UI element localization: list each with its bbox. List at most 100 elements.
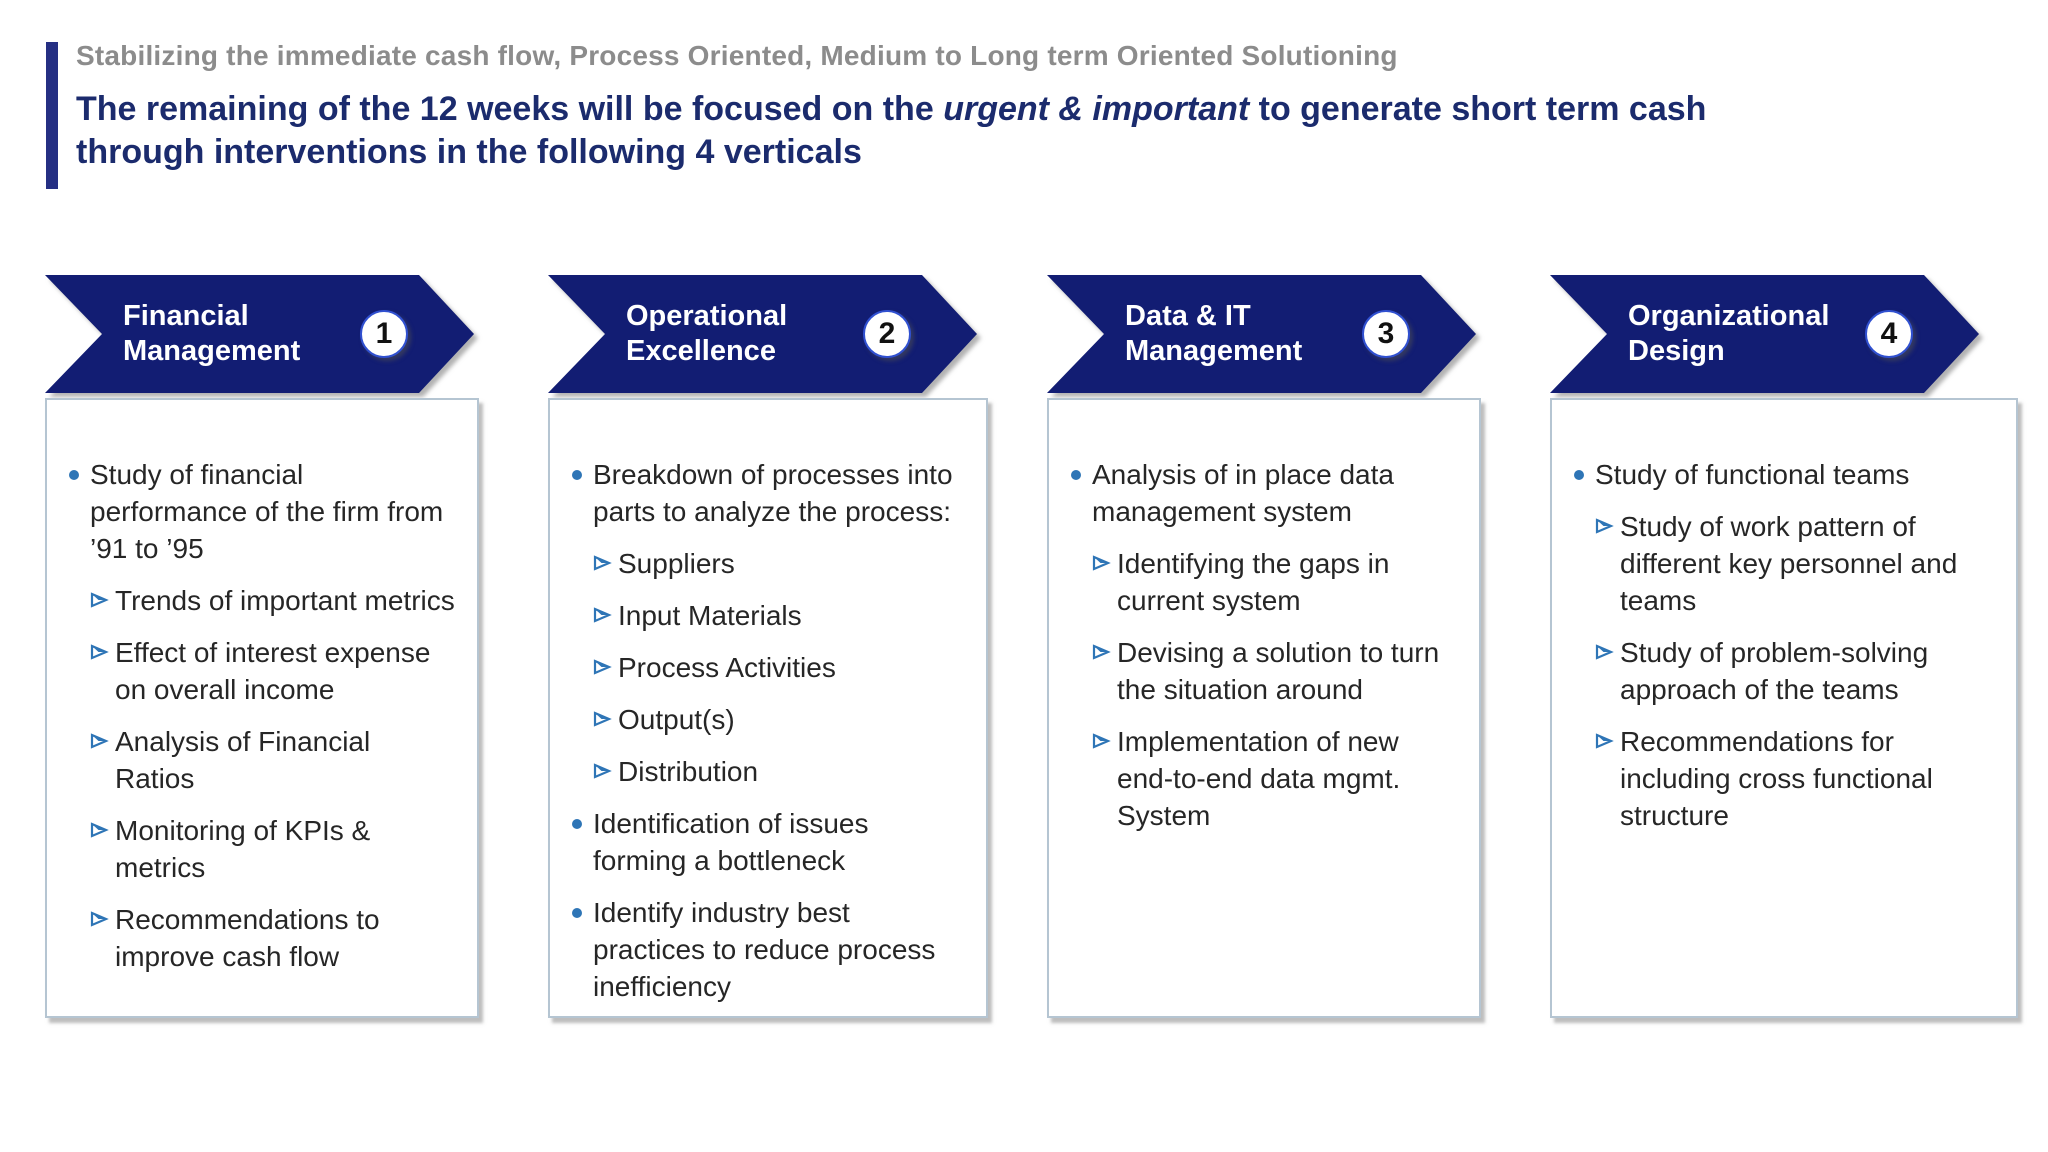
bullet-item-text: Distribution (618, 756, 759, 787)
vertical-title: Organizational Design (1628, 299, 1830, 367)
bullet-item: Study of problem-solving approach of the… (1574, 634, 1996, 708)
dot-bullet-icon (1574, 470, 1584, 480)
chevron-arrow-shape: Organizational Design 4 (1550, 275, 1979, 393)
dot-bullet-icon (572, 819, 582, 829)
vertical-content-box: Study of financial performance of the fi… (45, 398, 479, 1018)
bullet-item: Identifying the gaps in current system (1071, 545, 1459, 619)
bullet-item-text: Output(s) (618, 704, 735, 735)
bullet-item-text: Analysis of Financial Ratios (115, 726, 371, 794)
bullet-item-text: Identify industry best practices to redu… (593, 897, 936, 1002)
bullet-item: Implementation of new end-to-end data mg… (1071, 723, 1459, 834)
bullet-item: Study of work pattern of different key p… (1574, 508, 1996, 619)
bullet-list: Study of financial performance of the fi… (69, 456, 457, 975)
title-emphasis: urgent & important (943, 90, 1250, 128)
arrow-bullet-icon (1092, 555, 1111, 571)
arrow-bullet-icon (90, 733, 109, 749)
arrow-bullet-icon (90, 822, 109, 838)
dot-bullet-icon (1071, 470, 1081, 480)
arrow-bullet-icon (1092, 644, 1111, 660)
bullet-item-text: Trends of important metrics (115, 585, 455, 616)
page-title: The remaining of the 12 weeks will be fo… (76, 88, 1836, 174)
vertical-header-arrow: Operational Excellence 2 (548, 275, 988, 393)
bullet-item-text: Suppliers (618, 548, 735, 579)
bullet-item: Study of financial performance of the fi… (69, 456, 457, 567)
bullet-item-text: Study of functional teams (1595, 459, 1910, 490)
bullet-item: Study of functional teams (1574, 456, 1996, 493)
bullet-list: Analysis of in place data management sys… (1071, 456, 1459, 834)
vertical-title: Data & IT Management (1125, 299, 1303, 367)
vertical-content-box: Breakdown of processes into parts to ana… (548, 398, 988, 1018)
bullet-item: Devising a solution to turn the situatio… (1071, 634, 1459, 708)
bullet-item-text: Process Activities (618, 652, 836, 683)
arrow-bullet-icon (90, 911, 109, 927)
arrow-bullet-icon (1595, 644, 1614, 660)
bullet-item: Monitoring of KPIs & metrics (69, 812, 457, 886)
vertical-header-arrow: Organizational Design 4 (1550, 275, 1990, 393)
bullet-item-text: Study of work pattern of different key p… (1620, 511, 1958, 616)
dot-bullet-icon (572, 470, 582, 480)
bullet-item: Identification of issues forming a bottl… (572, 805, 966, 879)
vertical-header-arrow: Data & IT Management 3 (1047, 275, 1487, 393)
vertical-title: Financial Management (123, 299, 301, 367)
dot-bullet-icon (572, 908, 582, 918)
title-accent-bar (46, 42, 58, 189)
vertical-content-box: Analysis of in place data management sys… (1047, 398, 1481, 1018)
vertical-title: Operational Excellence (626, 299, 788, 367)
bullet-item-text: Identifying the gaps in current system (1117, 548, 1390, 616)
bullet-item-text: Input Materials (618, 600, 802, 631)
bullet-list: Breakdown of processes into parts to ana… (572, 456, 966, 1005)
bullet-item: Effect of interest expense on overall in… (69, 634, 457, 708)
title-text-suffix: to generate short term cash through inte… (76, 90, 1707, 172)
chevron-arrow-shape: Operational Excellence 2 (548, 275, 977, 393)
bullet-item-text: Analysis of in place data management sys… (1092, 459, 1394, 527)
chevron-arrow-shape: Data & IT Management 3 (1047, 275, 1476, 393)
arrow-bullet-icon (1595, 518, 1614, 534)
bullet-item-text: Study of problem-solving approach of the… (1620, 637, 1929, 705)
vertical-number: 2 (878, 317, 896, 350)
arrow-bullet-icon (90, 644, 109, 660)
arrow-bullet-icon (593, 659, 612, 675)
bullet-item-text: Identification of issues forming a bottl… (593, 808, 869, 876)
bullet-item: Breakdown of processes into parts to ana… (572, 456, 966, 530)
arrow-bullet-icon (593, 763, 612, 779)
vertical-number: 3 (1377, 317, 1395, 350)
bullet-item: Suppliers (572, 545, 966, 582)
bullet-item-text: Recommendations for including cross func… (1620, 726, 1933, 831)
vertical-number-badge: 4 (1865, 310, 1913, 358)
title-text: The remaining of the 12 weeks will be fo… (76, 90, 944, 128)
bullet-item: Output(s) (572, 701, 966, 738)
vertical-number-badge: 3 (1362, 310, 1410, 358)
bullet-item: Analysis of in place data management sys… (1071, 456, 1459, 530)
bullet-item-text: Implementation of new end-to-end data mg… (1117, 726, 1401, 831)
bullet-item: Recommendations for including cross func… (1574, 723, 1996, 834)
bullet-item: Process Activities (572, 649, 966, 686)
dot-bullet-icon (69, 470, 79, 480)
arrow-bullet-icon (90, 592, 109, 608)
bullet-item-text: Breakdown of processes into parts to ana… (593, 459, 953, 527)
bullet-item: Input Materials (572, 597, 966, 634)
arrow-bullet-icon (593, 711, 612, 727)
bullet-item-text: Devising a solution to turn the situatio… (1117, 637, 1440, 705)
bullet-item: Recommendations to improve cash flow (69, 901, 457, 975)
chevron-arrow-shape: Financial Management 1 (45, 275, 474, 393)
arrow-bullet-icon (1092, 733, 1111, 749)
arrow-bullet-icon (1595, 733, 1614, 749)
vertical-number: 1 (375, 317, 393, 350)
bullet-item-text: Effect of interest expense on overall in… (115, 637, 431, 705)
bullet-item-text: Monitoring of KPIs & metrics (115, 815, 371, 883)
bullet-item: Identify industry best practices to redu… (572, 894, 966, 1005)
bullet-item: Distribution (572, 753, 966, 790)
vertical-number: 4 (1880, 317, 1898, 350)
vertical-number-badge: 2 (863, 310, 911, 358)
bullet-item-text: Study of financial performance of the fi… (90, 459, 444, 564)
bullet-item: Trends of important metrics (69, 582, 457, 619)
bullet-item-text: Recommendations to improve cash flow (115, 904, 380, 972)
kicker-text: Stabilizing the immediate cash flow, Pro… (76, 40, 1398, 71)
arrow-bullet-icon (593, 555, 612, 571)
vertical-header-arrow: Financial Management 1 (45, 275, 485, 393)
arrow-bullet-icon (593, 607, 612, 623)
vertical-number-badge: 1 (360, 310, 408, 358)
